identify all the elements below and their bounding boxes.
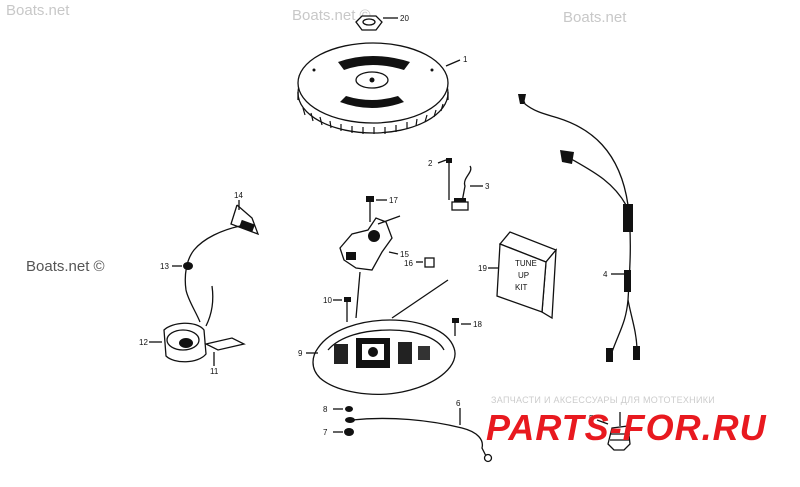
label-1: 1 — [463, 55, 468, 64]
coil-wire-part-13 — [172, 225, 241, 327]
label-2: 2 — [428, 159, 433, 168]
condenser-part-3 — [451, 165, 483, 211]
label-9: 9 — [298, 349, 303, 358]
washer-part-8 — [333, 406, 353, 412]
kit-label-kit: KIT — [515, 283, 528, 292]
label-18: 18 — [473, 320, 482, 329]
label-16: 16 — [404, 259, 413, 268]
watermark-top-center: Boats.net © — [292, 7, 371, 24]
ground-wire-part-6 — [345, 408, 493, 463]
label-10: 10 — [323, 296, 332, 305]
banner-logo: PARTS-FOR.RU — [486, 407, 767, 448]
label-12: 12 — [139, 338, 148, 347]
label-13: 13 — [160, 262, 169, 271]
spark-plug-cap-part-5 — [596, 412, 631, 451]
label-15: 15 — [400, 250, 409, 259]
kit-label-up: UP — [518, 271, 529, 280]
label-19: 19 — [478, 264, 487, 273]
screw-part-17 — [366, 196, 387, 222]
watermark-top-left: Boats.net — [6, 2, 70, 19]
label-14: 14 — [234, 191, 243, 200]
label-20: 20 — [400, 14, 409, 23]
label-8: 8 — [323, 405, 328, 414]
ignition-coil-part-12 — [149, 322, 207, 363]
screw-part-18 — [452, 318, 471, 336]
screw-part-2 — [437, 158, 452, 200]
shim-part-11 — [204, 337, 246, 366]
breaker-points-part-15 — [339, 215, 401, 271]
clip-part-16 — [416, 257, 435, 268]
banner-tagline: ЗАПЧАСТИ И АКСЕССУАРЫ ДЛЯ МОТОТЕХНИКИ — [491, 395, 715, 405]
label-5: 5 — [589, 414, 594, 423]
wire-harness-part-4 — [518, 94, 640, 362]
label-3: 3 — [485, 182, 490, 191]
nut-part-20 — [355, 15, 398, 31]
washer-part-7 — [333, 428, 354, 436]
watermark-top-right: Boats.net — [563, 9, 627, 26]
label-17: 17 — [389, 196, 398, 205]
label-6: 6 — [456, 399, 461, 408]
watermark-left: Boats.net © — [26, 258, 105, 275]
tune-up-kit-part-19: TUNE UP KIT — [488, 231, 558, 320]
screw-part-10 — [333, 297, 351, 322]
label-7: 7 — [323, 428, 328, 437]
plug-lead-part-14 — [230, 200, 260, 236]
kit-label-tune: TUNE — [515, 259, 537, 268]
flywheel-part-1 — [297, 42, 461, 134]
label-11: 11 — [210, 367, 219, 376]
stator-plate-part-9 — [306, 271, 456, 395]
label-4: 4 — [603, 270, 608, 279]
